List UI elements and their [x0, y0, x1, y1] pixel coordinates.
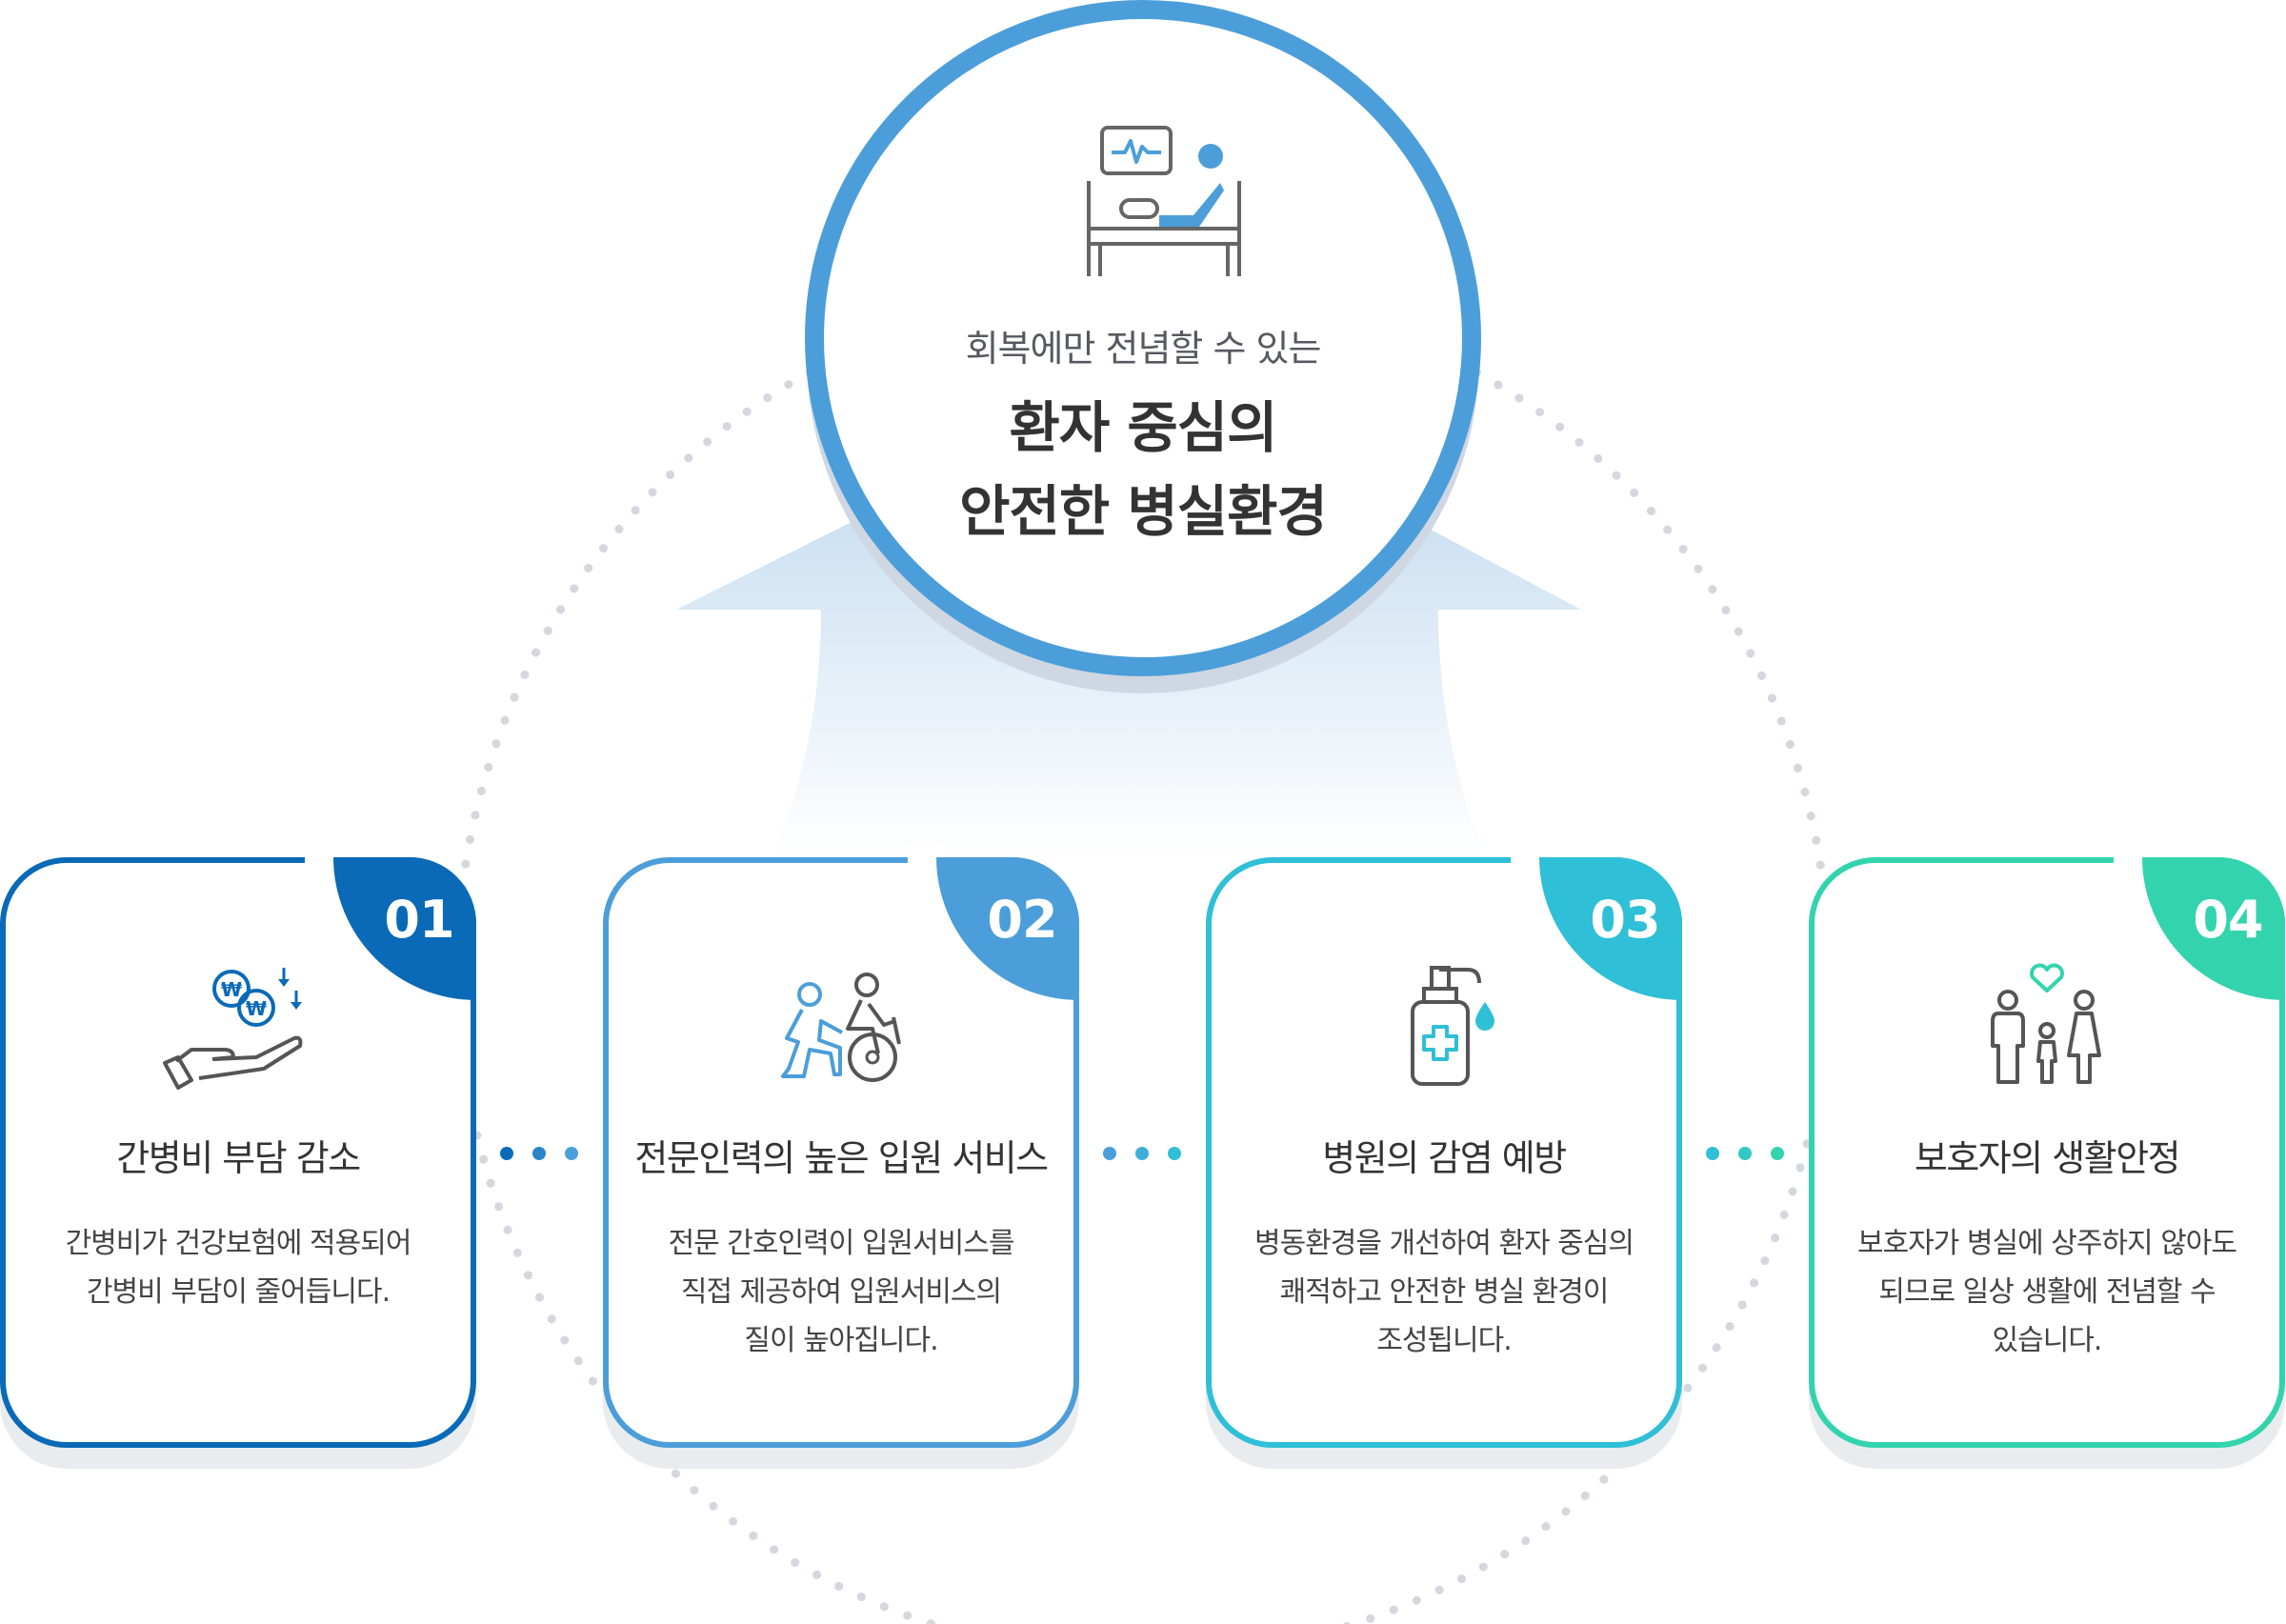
caregiver-wheelchair-icon: [781, 972, 901, 1082]
card-desc-line3: 있습니다.: [1992, 1324, 2103, 1357]
card-number: 04: [2193, 890, 2263, 950]
card-desc-line1: 병동환경을 개선하여 환자 중심의: [1253, 1227, 1634, 1260]
card-number: 02: [987, 890, 1057, 950]
center-title: 환자 중심의 안전한 병실환경: [824, 386, 1462, 553]
center-title-line1: 환자 중심의: [1009, 395, 1278, 460]
center-title-line2: 안전한 병실환경: [959, 479, 1328, 544]
card-description: 전문 간호인력이 입원서비스를 직접 제공하여 입원서비스의 질이 높아집니다.: [622, 1219, 1060, 1365]
card-description: 간병비가 건강보험에 적용되어 간병비 부담이 줄어듭니다.: [19, 1219, 457, 1316]
card-desc-line3: 질이 높아집니다.: [744, 1324, 938, 1357]
connector-dots-2: [1103, 1143, 1189, 1166]
svg-text:₩: ₩: [246, 997, 267, 1020]
card-desc-line2: 직접 제공하여 입원서비스의: [680, 1275, 1002, 1309]
card-desc-line2: 되므로 일상 생활에 전념할 수: [1878, 1275, 2216, 1309]
card-number: 03: [1590, 890, 1660, 950]
card-title: 병원의 감염 예방: [1322, 1137, 1567, 1179]
family-heart-icon: [1991, 963, 2101, 1084]
benefit-card-2: 02 전문인력의 높은 입원 서비스 전문 간호인력이 입원서비스를 직접 제공…: [603, 844, 1079, 1469]
coins-hand-icon: ₩ ₩: [163, 968, 303, 1090]
card-title: 보호자의 생활안정: [1914, 1137, 2181, 1179]
svg-text:₩: ₩: [221, 978, 242, 1001]
card-title: 전문인력의 높은 입원 서비스: [634, 1137, 1049, 1179]
card-number: 01: [384, 890, 454, 950]
card-description: 보호자가 병실에 상주하지 않아도 되므로 일상 생활에 전념할 수 있습니다.: [1828, 1219, 2266, 1365]
benefit-card-1: 01 ₩ ₩ 간병비 부담 감소 간병비가 건강보험에 적용되어 간병비 부담이…: [0, 844, 476, 1469]
center-subtitle: 회복에만 전념할 수 있는: [965, 328, 1322, 370]
connector-dots-3: [1706, 1143, 1792, 1166]
center-circle: 회복에만 전념할 수 있는 환자 중심의 안전한 병실환경: [805, 0, 1481, 676]
card-desc-line1: 보호자가 병실에 상주하지 않아도: [1856, 1227, 2237, 1260]
card-title: 간병비 부담 감소: [116, 1137, 361, 1179]
benefit-card-4: 04 보호자의 생활안정 보호자가 병실에 상주하지 않아도 되므로 일상 생활…: [1809, 844, 2285, 1469]
card-desc-line3: 조성됩니다.: [1376, 1324, 1513, 1357]
connector-dots-1: [500, 1143, 586, 1166]
sanitizer-bottle-icon: [1411, 966, 1494, 1086]
card-description: 병동환경을 개선하여 환자 중심의 쾌적하고 안전한 병실 환경이 조성됩니다.: [1225, 1219, 1663, 1365]
card-desc-line2: 쾌적하고 안전한 병실 환경이: [1279, 1275, 1610, 1309]
card-desc-line2: 간병비 부담이 줄어듭니다.: [86, 1275, 391, 1309]
card-desc-line1: 전문 간호인력이 입원서비스를: [668, 1227, 1015, 1260]
benefit-card-3: 03 병원의 감염 예방 병동환경을 개선하여 환자 중심의 쾌적하고 안전한 …: [1206, 844, 1682, 1469]
card-desc-line1: 간병비가 건강보험에 적용되어: [65, 1227, 412, 1260]
hospital-bed-monitor-icon: [1087, 126, 1241, 276]
